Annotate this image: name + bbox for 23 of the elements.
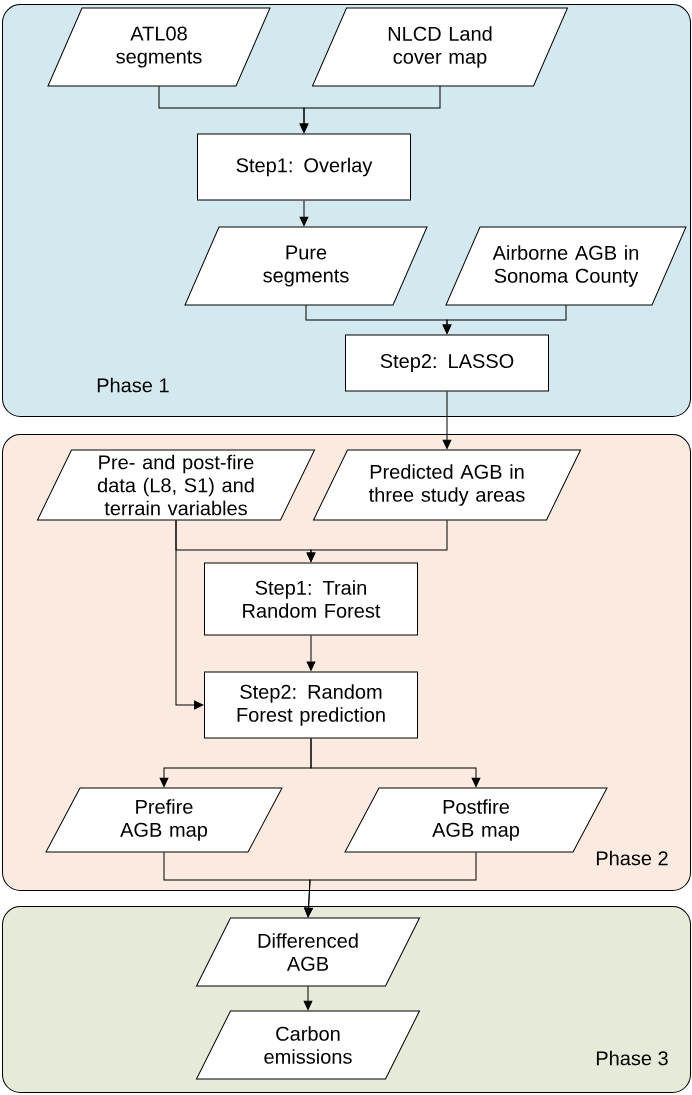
arrow <box>306 635 316 671</box>
arrow <box>310 738 481 788</box>
data-parallelogram: Prefire AGB map <box>45 787 283 853</box>
arrow <box>303 985 313 1011</box>
data-parallelogram: Predicted AGB in three study areas <box>313 449 581 521</box>
data-parallelogram: Airborne AGB in Sonoma County <box>445 226 687 306</box>
arrow <box>442 391 452 450</box>
arrow <box>306 519 448 562</box>
data-parallelogram: Carbon emissions <box>196 1010 420 1080</box>
arrow <box>442 304 567 334</box>
process-box: Step1: Overlay <box>197 133 411 201</box>
data-parallelogram: Differenced AGB <box>196 917 420 987</box>
arrow <box>175 519 204 710</box>
process-box: Step2: Random Forest prediction <box>204 671 418 739</box>
process-box: Step2: LASSO <box>345 334 549 392</box>
data-parallelogram: NLCD Land cover map <box>312 7 568 87</box>
arrow <box>299 85 441 133</box>
arrow <box>304 851 477 918</box>
data-parallelogram: Pre- and post-fire data (L8, S1) and terrain variables <box>37 449 315 521</box>
data-parallelogram: ATL08 segments <box>47 7 271 87</box>
data-parallelogram: Pure segments <box>184 226 428 306</box>
process-box: Step1: Train Random Forest <box>204 562 418 636</box>
arrow <box>299 200 309 227</box>
